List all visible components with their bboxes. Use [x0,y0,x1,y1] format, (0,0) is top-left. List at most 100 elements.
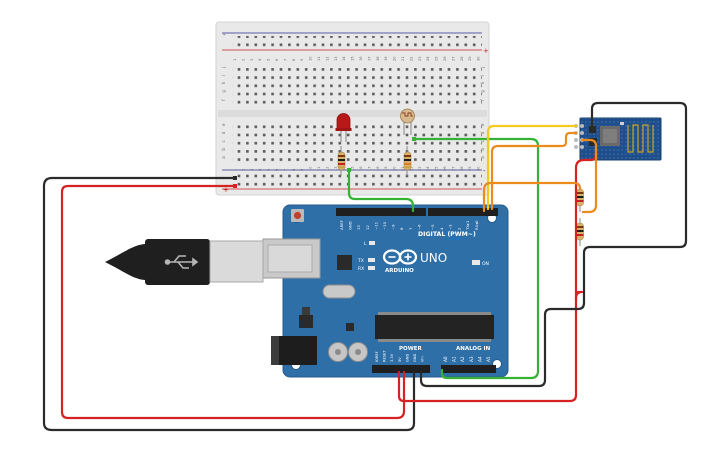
resistor-photoresistor[interactable] [403,146,412,176]
bottom-terminal-strip [232,121,482,165]
power-pin-label: GND [405,354,409,362]
column-number: 26 [443,166,447,171]
wire-orange-esp[interactable] [490,131,578,211]
digital-header-label: DIGITAL (PWM~) [418,231,476,238]
power-pin-label: RESET [383,350,387,362]
digital-pin-label: 8 [399,227,404,230]
column-number: 9 [300,168,304,171]
analog-pin-label: A1 [452,356,457,362]
row-letter: f [221,99,226,101]
column-number: 19 [384,56,388,61]
reset-button-cap [293,211,302,220]
power-pin-label: GND [413,354,417,362]
column-number: 6 [275,168,279,171]
wire-orange-divider[interactable] [482,181,582,213]
column-number: 7 [283,59,287,61]
column-number: 25 [435,56,439,61]
column-number: 20 [393,56,397,61]
atmega-chip [375,315,494,339]
row-letter: j [221,67,226,69]
column-number: 22 [409,166,413,171]
analog-header-label: ANALOG IN [456,346,491,352]
led-l [369,241,375,245]
esp8266-module-icon[interactable] [574,117,662,161]
digital-pin-label: ~3 [448,224,453,230]
wire-green-ldr[interactable] [412,137,540,380]
wire-yellow-esp[interactable] [486,124,578,211]
column-number: 19 [384,166,388,171]
row-letter: f [480,99,485,101]
column-number: 3 [250,59,254,61]
digital-header-left [336,208,426,216]
photoresistor[interactable] [400,108,415,135]
column-number: 22 [409,56,413,61]
row-letter: b [480,148,485,151]
row-letter: a [221,156,226,159]
digital-pin-label: ~6 [416,224,421,230]
wire-black-ground[interactable] [42,176,416,432]
column-number: 15 [351,56,355,61]
rail-minus-label-bottom: - [483,167,486,175]
wire-green-led[interactable] [347,168,415,213]
digital-pin-label: TX▸1 [465,220,470,231]
column-number: 17 [367,166,371,171]
column-number: 29 [468,56,472,61]
voltage-regulator [299,315,313,328]
column-number: 1 [233,59,237,61]
column-number: 13 [334,166,338,171]
led-on-label: ON [482,261,489,267]
wire-red-3v3[interactable] [397,290,584,403]
column-number: 18 [376,56,380,61]
led-rx-label: RX [358,266,364,272]
wire-red-5v[interactable] [60,184,406,420]
digital-pin-label: 13 [356,225,361,230]
column-number: 25 [435,166,439,171]
digital-header-right [428,208,498,216]
row-letter: d [480,131,485,134]
usb-cable-icon[interactable] [105,239,264,285]
red-led[interactable] [335,113,352,143]
column-number: 27 [451,56,455,61]
column-number: 23 [418,166,422,171]
column-number: 7 [283,169,287,171]
power-pin-label: Vin [421,356,425,362]
column-number: 26 [443,56,447,61]
row-letter: i [221,75,226,76]
column-number: 8 [292,168,296,171]
bottom-power-rail [232,173,482,186]
led-l-label: L [364,241,367,247]
digital-pin-label: RX◂0 [474,220,479,230]
digital-pin-label: 7 [408,227,413,230]
column-number: 13 [334,56,338,61]
column-number: 10 [309,166,313,171]
column-number: 24 [426,56,430,61]
column-number: 9 [300,58,304,61]
column-number: 29 [468,166,472,171]
column-number: 30 [477,166,481,171]
power-header [372,365,430,373]
column-number: 5 [267,169,271,171]
analog-pin-label: A4 [477,356,482,362]
usb-symbol-icon [164,255,199,269]
column-number: 27 [451,166,455,171]
row-letter: h [221,81,226,84]
crystal-oscillator [322,284,356,299]
row-letter: g [480,90,485,93]
column-number: 4 [258,58,262,61]
small-chip [346,323,354,331]
wire-orange-esp-rx[interactable] [580,138,598,214]
column-number: 3 [250,169,254,171]
column-number: 14 [342,56,346,61]
resistor-divider-2[interactable] [576,218,584,246]
column-number: 18 [376,166,380,171]
power-header-label: POWER [399,346,423,352]
wire-black-esp-gnd[interactable] [419,101,688,388]
resistor-led[interactable] [337,146,346,176]
